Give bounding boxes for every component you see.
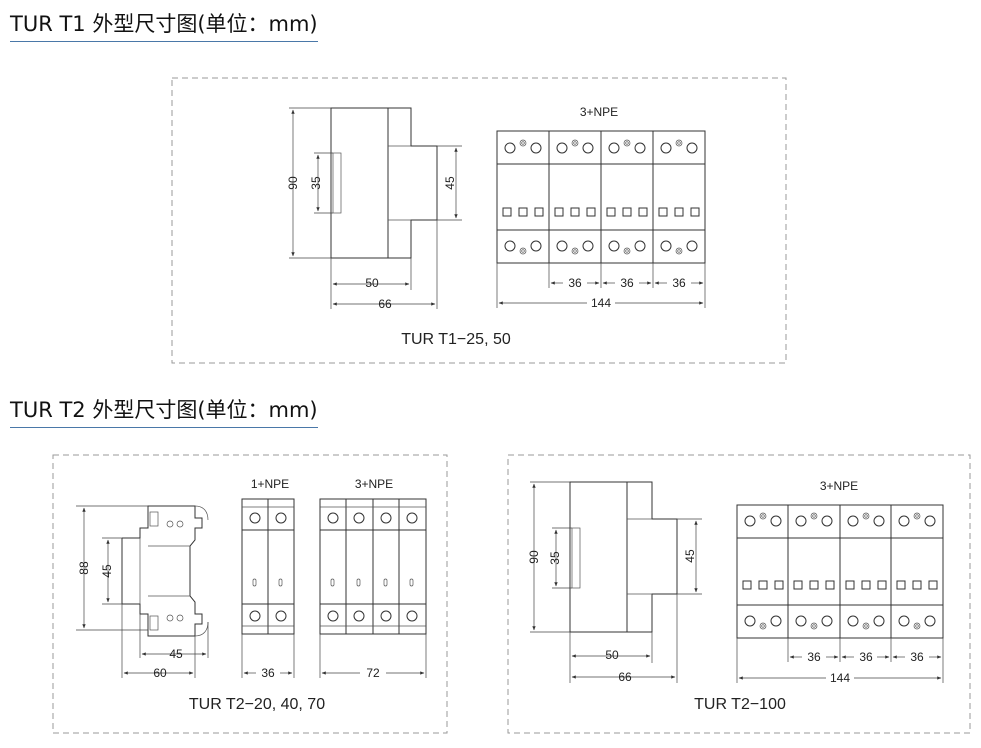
t1-side-dimensions bbox=[289, 107, 462, 309]
t2a-dim-45-vertical: 45 bbox=[100, 564, 114, 578]
t1-dim-90: 90 bbox=[286, 176, 300, 190]
t2a-side-dimensions bbox=[76, 505, 209, 678]
t2a-dim-36: 36 bbox=[261, 666, 275, 680]
t2b-side-view bbox=[569, 481, 678, 633]
t1-dim-66: 66 bbox=[378, 297, 392, 311]
t2a-config-3npe: 3+NPE bbox=[355, 477, 393, 491]
t2a-dim-60: 60 bbox=[153, 666, 167, 680]
t2b-dim-pole1: 36 bbox=[807, 650, 821, 664]
t2a-caption: TUR T2−20, 40, 70 bbox=[189, 696, 325, 713]
t1-dim-pole2: 36 bbox=[620, 276, 634, 290]
t2b-dim-50: 50 bbox=[605, 648, 619, 662]
t1-dim-pole3: 36 bbox=[672, 276, 686, 290]
t2b-front-dimensions bbox=[736, 638, 944, 683]
t2a-dim-45-horizontal: 45 bbox=[169, 647, 183, 661]
t2a-panel bbox=[52, 454, 448, 734]
t2b-dim-45: 45 bbox=[683, 549, 697, 563]
t2a-front-1npe bbox=[241, 498, 295, 635]
t2a-config-1npe: 1+NPE bbox=[251, 477, 289, 491]
t2a-dim-36-lines bbox=[241, 634, 295, 678]
t2b-dim-35: 35 bbox=[548, 551, 562, 565]
t1-caption: TUR T1−25, 50 bbox=[401, 331, 511, 348]
t2b-dim-90: 90 bbox=[527, 550, 541, 564]
t2b-side-dimensions bbox=[530, 481, 702, 683]
t2a-dim-88: 88 bbox=[77, 561, 91, 575]
t1-config-label: 3+NPE bbox=[580, 105, 618, 119]
t2b-panel bbox=[507, 454, 971, 734]
section-title-t2: TUR T2 外型尺寸图(单位：mm) bbox=[10, 394, 318, 428]
t2a-front-3npe bbox=[319, 498, 427, 635]
t1-dim-50: 50 bbox=[365, 276, 379, 290]
t2a-side-view bbox=[121, 505, 209, 637]
t1-dim-pole1: 36 bbox=[568, 276, 582, 290]
t2a-dim-72: 72 bbox=[366, 666, 380, 680]
t2b-dim-66: 66 bbox=[618, 670, 632, 684]
t2b-dim-total: 144 bbox=[830, 671, 850, 685]
t1-dim-total: 144 bbox=[591, 296, 611, 310]
t2b-dim-pole2: 36 bbox=[859, 650, 873, 664]
t1-side-view bbox=[330, 107, 438, 259]
section-title-t1: TUR T1 外型尺寸图(单位：mm) bbox=[10, 8, 318, 42]
t2b-front-view bbox=[736, 504, 944, 639]
t1-front-dimensions bbox=[496, 263, 706, 308]
t2b-dim-pole3: 36 bbox=[910, 650, 924, 664]
t1-panel bbox=[171, 77, 787, 364]
t1-front-view bbox=[496, 130, 706, 264]
t2b-config-label: 3+NPE bbox=[820, 479, 858, 493]
t1-dim-35: 35 bbox=[309, 176, 323, 190]
t2a-dim-72-lines bbox=[319, 634, 427, 678]
t2b-caption: TUR T2−100 bbox=[694, 696, 786, 713]
t1-dim-45: 45 bbox=[443, 176, 457, 190]
